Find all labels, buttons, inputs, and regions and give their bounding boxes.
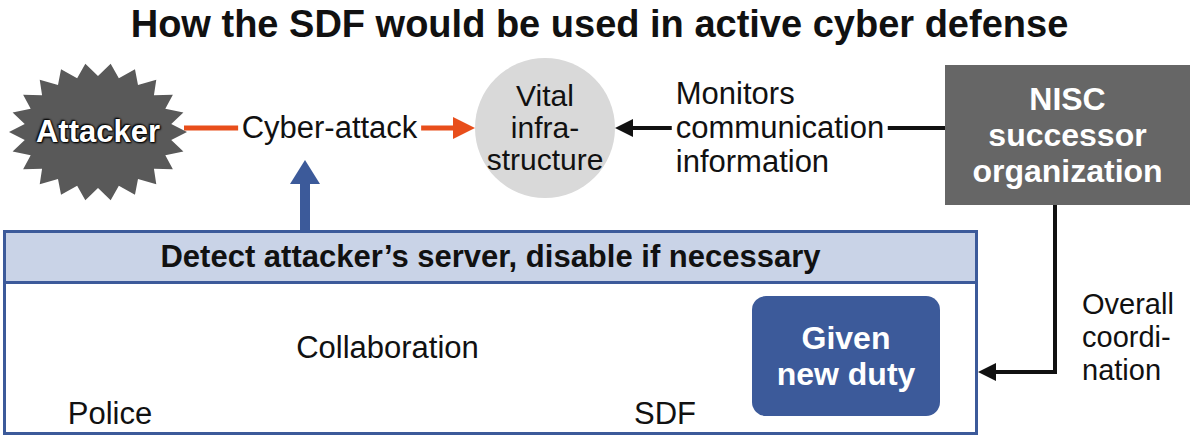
node-text: Attacker: [36, 114, 160, 150]
connector-group: [978, 205, 1055, 381]
node-text: NISC successor organization: [972, 81, 1162, 189]
police-node: Police: [60, 290, 160, 431]
edge-label: Overall coordi- nation: [1078, 288, 1178, 387]
star-shape: [9, 64, 187, 201]
diagram-title: How the SDF would be used in active cybe…: [0, 2, 1199, 46]
node-text: SDF: [634, 397, 696, 431]
up-arrow-head: [290, 160, 320, 184]
edge-label: Cyber-attack: [238, 111, 422, 145]
sdf-node: SDF: [615, 290, 715, 431]
infrastructure-circle: Vital infra- structure: [475, 58, 615, 198]
connector-line: [992, 205, 1055, 372]
node-text: Given new duty: [766, 320, 926, 392]
node-text: Police: [68, 397, 152, 431]
callout-box: Given new duty: [752, 296, 940, 416]
arrow-head: [615, 119, 633, 137]
arrow-head: [978, 363, 996, 381]
up-arrow-shaft: [300, 182, 310, 231]
organization-box: NISC successor organization: [945, 65, 1190, 205]
edge-label: Monitors communication information: [672, 77, 888, 179]
action-band: Police SDF Given new duty Detect attacker’s…: [3, 230, 978, 435]
node-text: Vital infra- structure: [487, 80, 604, 176]
arrow-head: [453, 117, 475, 139]
attacker-star: Attacker: [8, 62, 188, 202]
edge-label: Collaboration: [292, 331, 483, 365]
node-text: Detect attacker’s server, disable if nec…: [6, 233, 975, 284]
